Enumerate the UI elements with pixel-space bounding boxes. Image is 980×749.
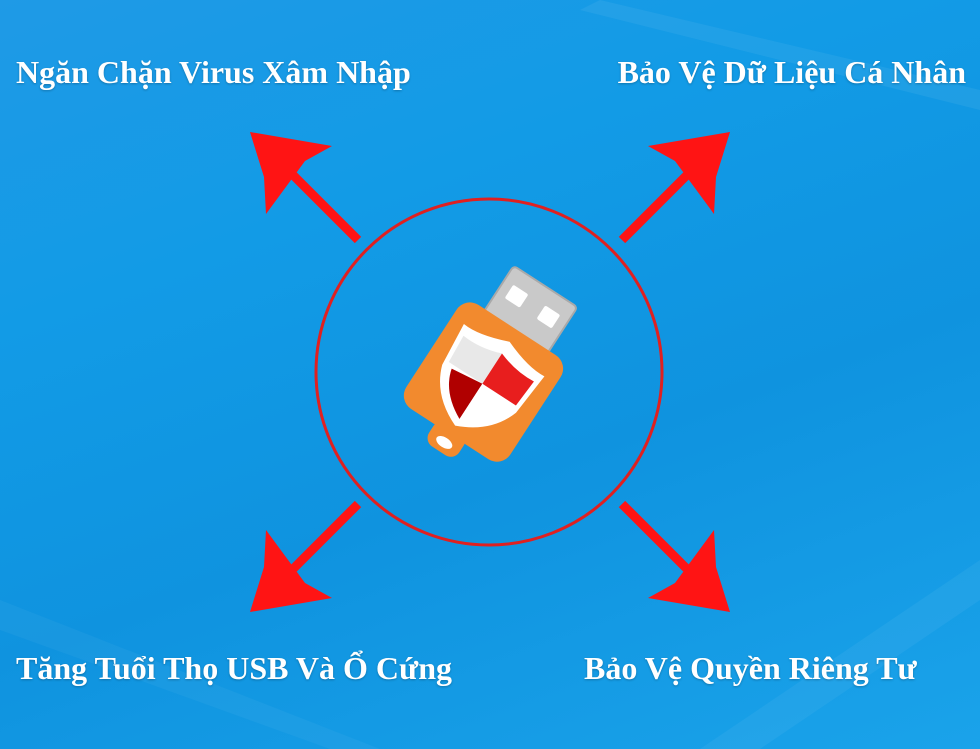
label-protect-personal-data: Bảo Vệ Dữ Liệu Cá Nhân: [617, 54, 966, 90]
arrow-bottom-right: [618, 500, 730, 612]
center-circle: [314, 197, 664, 547]
label-extend-usb-lifespan: Tăng Tuổi Thọ USB Và Ổ Cứng: [16, 650, 452, 686]
label-protect-privacy: Bảo Vệ Quyền Riêng Tư: [584, 650, 917, 686]
arrow-top-left: [250, 132, 362, 244]
label-prevent-virus: Ngăn Chặn Virus Xâm Nhập: [16, 54, 411, 90]
usb-security-shield-icon: [403, 266, 577, 462]
arrow-bottom-left: [250, 500, 362, 612]
arrow-top-right: [618, 132, 730, 244]
